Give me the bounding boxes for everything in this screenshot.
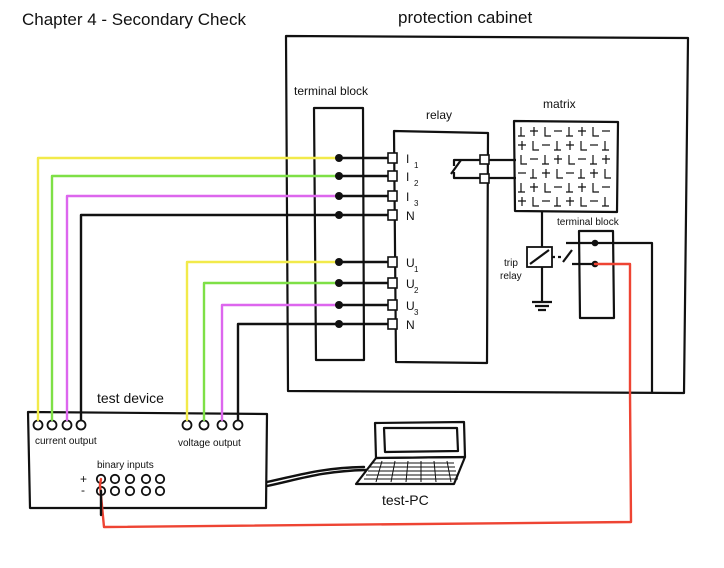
terminal-block-label: terminal block: [294, 84, 369, 98]
relay-input-subscript: 1: [414, 265, 419, 274]
relay-input-subscript: 2: [414, 286, 419, 295]
relay-input-label: N: [406, 318, 415, 332]
terminal-block: terminal block: [294, 84, 369, 362]
relay-input-subscript: 3: [414, 199, 419, 208]
cabinet-label: protection cabinet: [398, 8, 532, 27]
trip-relay: trip relay: [500, 212, 595, 312]
voltage-output-label: voltage output: [178, 438, 241, 449]
terminal-block-small: terminal block: [557, 217, 654, 393]
matrix-label: matrix: [543, 97, 576, 111]
trip-relay-label-1: trip: [504, 258, 518, 269]
test-device: test device current output voltage outpu…: [26, 390, 269, 510]
relay-input-subscript: 2: [414, 179, 419, 188]
test-pc: test-PC: [265, 420, 467, 508]
trip-relay-label-2: relay: [500, 271, 522, 282]
binary-plus-label: +: [80, 472, 87, 486]
binary-inputs-label: binary inputs: [97, 460, 154, 471]
protection-cabinet: protection cabinet: [284, 8, 690, 395]
relay-input-label: U: [406, 277, 415, 291]
matrix: matrix: [512, 97, 620, 214]
current-output-label: current output: [35, 436, 97, 447]
relay-input-label: I: [406, 190, 409, 204]
relay-input-label: I: [406, 152, 409, 166]
test-pc-label: test-PC: [382, 492, 429, 508]
relay-input-label: N: [406, 209, 415, 223]
relay-input-subscript: 3: [414, 308, 419, 317]
relay-input-label: U: [406, 299, 415, 313]
relay-input-label: I: [406, 170, 409, 184]
relay-input-subscript: 1: [414, 161, 419, 170]
relay-input-label: U: [406, 256, 415, 270]
binary-minus-label: -: [81, 483, 85, 497]
test-device-label: test device: [97, 390, 164, 406]
terminal-block-small-label: terminal block: [557, 217, 620, 228]
relay-label: relay: [426, 108, 452, 122]
page-title: Chapter 4 - Secondary Check: [22, 10, 246, 29]
